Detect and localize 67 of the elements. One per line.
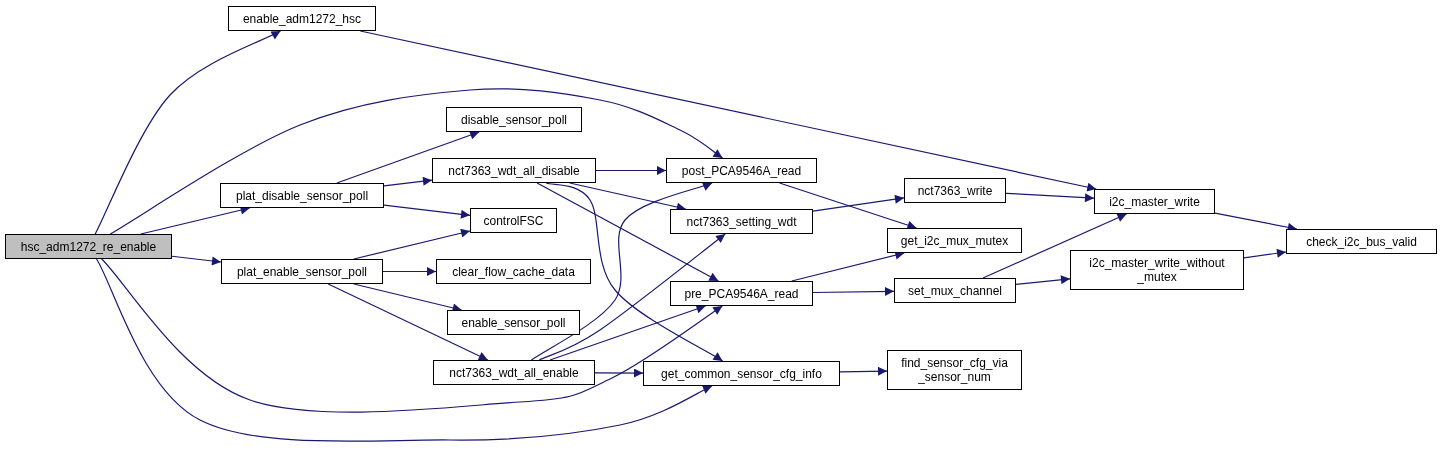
function-box [904,178,1006,203]
function-box [447,310,580,335]
function-box [666,158,817,183]
function-name: i2c_master_write_without _mutex [1088,256,1226,284]
call-arrow [839,366,888,376]
call-arrow [594,368,644,378]
function-box [670,209,813,234]
function-box [432,158,596,183]
function-name: plat_enable_sensor_poll [235,264,369,279]
function-box [643,361,840,386]
function-box [470,208,557,233]
function-name: pre_PCA9546A_read [683,286,800,301]
call-arrow [95,258,713,442]
call-arrow [109,88,724,235]
call-arrow [1015,275,1071,285]
function-name: enable_adm1272_hsc [241,11,363,26]
call-arrow [982,213,1128,279]
function-box [433,360,595,385]
call-arrow [101,258,723,413]
function-box [1094,189,1215,214]
function-box [1070,250,1244,290]
function-name: nct7363_setting_wdt [685,214,798,229]
call-arrow [336,130,480,184]
function-name: nct7363_wdt_all_enable [448,365,580,380]
call-arrow [327,283,489,361]
function-name: disable_sensor_poll [459,112,569,127]
call-arrow [359,30,1097,192]
function-name: i2c_master_write [1108,194,1201,209]
function-box [894,278,1016,303]
call-arrow [383,204,471,219]
function-name: nct7363_wdt_all_disable [447,163,581,178]
call-arrow [353,228,471,260]
function-box [887,228,1022,253]
call-arrow [812,194,905,212]
call-arrow [94,30,282,235]
function-name: get_common_sensor_cfg_info [660,366,823,381]
function-box [5,234,172,259]
function-name: controlFSC [482,213,545,228]
function-box [221,259,383,284]
function-name: post_PCA9546A_read [680,163,803,178]
function-name: plat_disable_sensor_poll [234,188,370,203]
call-arrow [383,176,433,187]
function-box [446,107,582,132]
function-name: clear_flow_cache_data [451,264,576,279]
function-name: hsc_adm1272_re_enable [19,239,158,254]
function-box [436,259,591,284]
function-box [220,183,384,208]
call-arrow [549,304,707,361]
call-arrow [538,233,726,361]
call-arrow [812,287,895,296]
call-arrow [171,255,222,266]
call-arrow [536,182,719,282]
function-box [887,350,1022,390]
call-arrow [1243,248,1287,259]
function-box [670,281,813,306]
function-name: nct7363_write [916,183,994,198]
call-arrow [1005,192,1095,203]
function-name: set_mux_channel [906,283,1004,298]
function-box [1286,229,1437,254]
function-name: check_i2c_bus_valid [1305,234,1418,249]
function-name: get_i2c_mux_mutex [899,233,1010,248]
function-name: enable_sensor_poll [460,315,567,330]
function-box [228,6,376,31]
function-name: find_sensor_cfg_via _sensor_num [900,356,1009,384]
call-arrow [778,182,918,230]
call-arrow [382,267,437,276]
call-arrow [595,166,667,175]
